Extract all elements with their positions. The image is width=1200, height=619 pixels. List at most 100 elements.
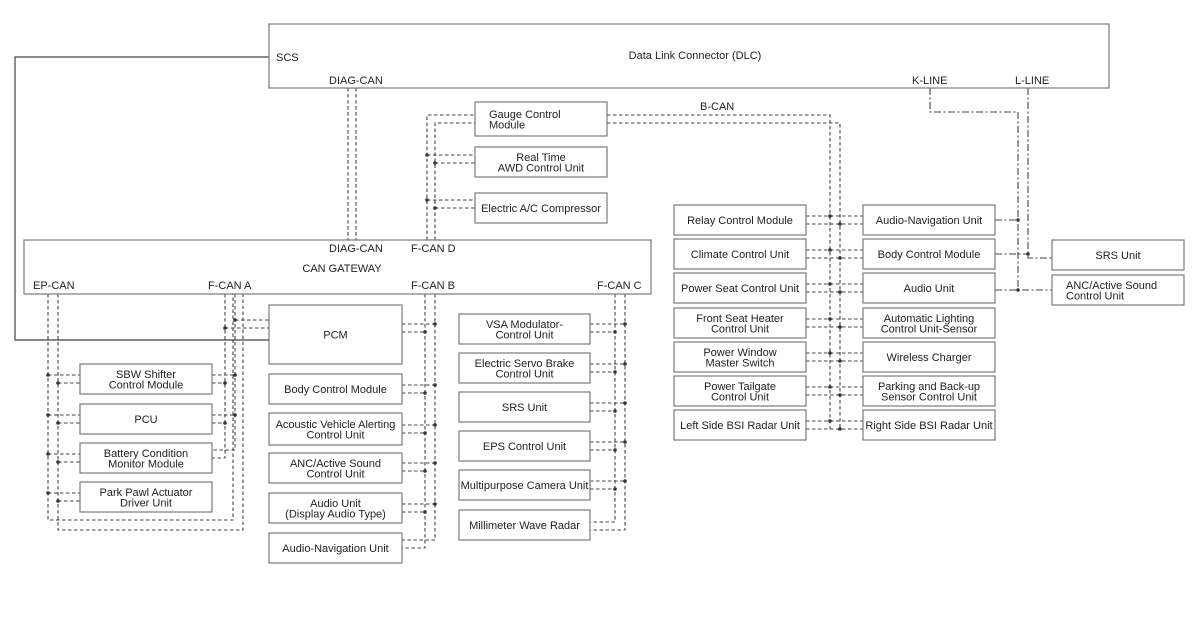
bus-wire	[212, 294, 236, 451]
bus-wire	[212, 294, 226, 459]
gateway-fcan-d-label: F-CAN D	[411, 243, 456, 255]
bcan-right-audio-unit-frame	[862, 272, 996, 304]
junction-dot	[433, 461, 437, 465]
dlc-box	[268, 23, 1110, 89]
dlc-title: Data Link Connector (DLC)	[629, 50, 762, 62]
gauge-control-module-box-frame	[474, 101, 608, 137]
junction-dot	[223, 326, 227, 330]
gateway-fcan-c-label: F-CAN C	[597, 280, 642, 292]
junction-dot	[828, 248, 832, 252]
ep-module-sbw-shifter-label: SBW Shifter	[116, 369, 176, 381]
bus-wire	[607, 114, 831, 430]
bcan-left-power-tailgate-label: Power Tailgate	[704, 381, 776, 393]
bcan-left-left-side-bsi-radar-unit: Left Side BSI Radar Unit	[673, 409, 807, 441]
bcan-right-audio-unit-label: Audio Unit	[904, 283, 955, 295]
fcan-c-module-millimeter-wave-radar-label: Millimeter Wave Radar	[469, 520, 580, 532]
bcan-right-right-side-bsi-radar-unit-frame	[862, 409, 996, 441]
junction-dot	[1016, 218, 1020, 222]
junction-dot	[433, 322, 437, 326]
ep-module-battery-condition-frame	[79, 442, 213, 474]
bcan-right-wireless-charger-frame	[862, 341, 996, 373]
junction-dot	[233, 413, 237, 417]
ep-module-park-pawl-actuator-label: Park Pawl Actuator	[100, 487, 193, 499]
fcan-c-module-vsa-modulator-label: VSA Modulator-	[486, 319, 563, 331]
bus-wire	[426, 114, 475, 240]
junction-dot	[423, 510, 427, 514]
junction-dot	[433, 502, 437, 506]
fcan-c-module-electric-servo-brake-frame	[458, 352, 591, 384]
fcan-b-module-audio-navigation-unit: Audio-Navigation Unit	[268, 532, 403, 564]
gateway-ep-can-label: EP-CAN	[33, 280, 75, 292]
junction-dot	[56, 381, 60, 385]
pcm-box-label: PCM	[323, 330, 347, 342]
bcan-left-power-tailgate-frame	[673, 375, 807, 407]
gateway-fcan-a-label: F-CAN A	[208, 280, 252, 292]
fcan-b-module-body-control-module-frame	[268, 373, 403, 405]
fcan-c-module-vsa-modulator: VSA Modulator-Control Unit	[458, 313, 591, 345]
fcan-b-module-audio-navigation-unit-label: Audio-Navigation Unit	[282, 543, 388, 555]
bus-wire	[402, 294, 426, 549]
kline-anc-active-sound-box-label: Control Unit	[1066, 290, 1124, 302]
gauge-control-module-box-label: Gauge Control	[489, 109, 561, 121]
fcan-c-module-electric-servo-brake-label: Electric Servo Brake	[475, 358, 575, 370]
bcan-right-automatic-lighting-label: Automatic Lighting	[884, 313, 975, 325]
ep-module-battery-condition-label: Battery Condition	[104, 448, 188, 460]
ep-module-pcu-frame	[79, 403, 213, 435]
fcan-c-module-multipurpose-camera-unit-label: Multipurpose Camera Unit	[461, 480, 589, 492]
junction-dot	[433, 161, 437, 165]
bcan-left-power-window-label: Power Window	[703, 347, 776, 359]
bcan-right-body-control-module: Body Control Module	[862, 238, 996, 270]
can-gateway-box	[23, 239, 652, 295]
bcan-right-automatic-lighting-label: Control Unit-Sensor	[881, 323, 978, 335]
bcan-right-wireless-charger-label: Wireless Charger	[887, 352, 972, 364]
junction-dot	[433, 206, 437, 210]
junction-dot	[423, 431, 427, 435]
junction-dot	[423, 469, 427, 473]
fcan-c-module-eps-control-unit: EPS Control Unit	[458, 430, 591, 462]
junction-dot	[1016, 288, 1020, 292]
awd-control-unit-box-label: AWD Control Unit	[498, 162, 584, 174]
bcan-left-relay-control-module: Relay Control Module	[673, 204, 807, 236]
junction-dot	[423, 330, 427, 334]
bus-wire	[590, 294, 616, 523]
bus-wire	[1027, 88, 1052, 259]
junction-dot	[828, 385, 832, 389]
bus-wire	[929, 88, 1052, 291]
pcm-box-frame	[268, 304, 403, 365]
junction-dot	[828, 317, 832, 321]
ep-module-battery-condition-label: Monitor Module	[108, 458, 184, 470]
fcan-c-module-srs-unit-frame	[458, 391, 591, 423]
bcan-left-power-tailgate-label: Control Unit	[711, 391, 769, 403]
kline-anc-active-sound-box-label: ANC/Active Sound	[1066, 280, 1157, 292]
ep-module-park-pawl-actuator-frame	[79, 481, 213, 513]
awd-control-unit-box-frame	[474, 146, 608, 178]
fcan-b-module-anc-active-sound-frame	[268, 452, 403, 484]
bcan-right-audio-navigation-unit-frame	[862, 204, 996, 236]
awd-control-unit-box-label: Real Time	[516, 152, 566, 164]
bcan-right-automatic-lighting-frame	[862, 307, 996, 339]
kline-anc-active-sound-box-frame	[1051, 274, 1185, 306]
gauge-control-module-box-label: Module	[489, 119, 525, 131]
junction-dot	[433, 383, 437, 387]
fcan-c-module-vsa-modulator-frame	[458, 313, 591, 345]
junction-dot	[838, 393, 842, 397]
junction-dot	[828, 214, 832, 218]
gateway-fcan-b-label: F-CAN B	[411, 280, 455, 292]
junction-dot	[613, 448, 617, 452]
junction-dot	[56, 421, 60, 425]
fcan-b-module-acoustic-vehicle-alerting-label: Acoustic Vehicle Alerting	[276, 419, 396, 431]
bcan-right-parking-and-back-up-label: Parking and Back-up	[878, 381, 980, 393]
ep-module-sbw-shifter-label: Control Module	[109, 379, 184, 391]
dlc-box-frame	[268, 23, 1110, 89]
bcan-left-power-seat-control-unit: Power Seat Control Unit	[673, 272, 807, 304]
junction-dot	[623, 401, 627, 405]
junction-dot	[425, 198, 429, 202]
kline-srs-unit-box: SRS Unit	[1051, 239, 1185, 271]
